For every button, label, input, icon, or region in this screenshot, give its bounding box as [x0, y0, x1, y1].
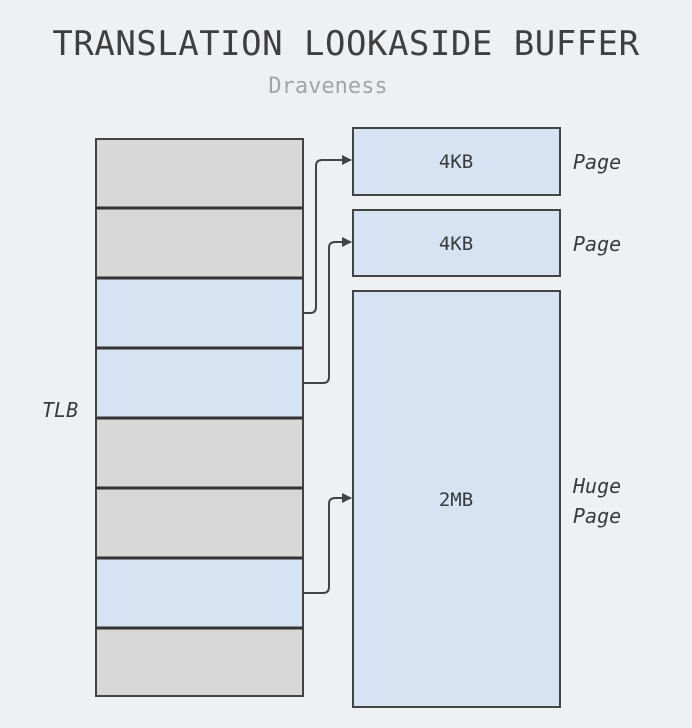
page-size-label: 4KB: [439, 151, 473, 173]
tlb-entry: [95, 627, 304, 697]
page-4kb-second: 4KB: [352, 209, 561, 277]
tlb-entry: [95, 347, 304, 419]
mapping-arrows: [303, 155, 352, 594]
page-size-label: 4KB: [439, 233, 473, 255]
page-size-label: 2MB: [439, 489, 473, 511]
arrow-entry3-to-page1: [303, 155, 352, 314]
arrow-entry4-to-page2: [303, 237, 352, 384]
tlb-entry: [95, 557, 304, 629]
huge-page-2mb: 2MB: [352, 290, 561, 708]
tlb-entry: [95, 487, 304, 559]
page-4kb-first: 4KB: [352, 127, 561, 196]
page-label-first: Page: [573, 150, 622, 174]
page-label-second: Page: [573, 232, 622, 256]
tlb-entry: [95, 207, 304, 279]
arrow-entry7-to-hugepage: [303, 493, 352, 594]
tlb-entry: [95, 417, 304, 489]
tlb-entry: [95, 138, 304, 209]
huge-page-label-line2: Page: [573, 504, 622, 528]
tlb-label: TLB: [42, 398, 79, 422]
tlb-entry: [95, 277, 304, 349]
diagram-title: TRANSLATION LOOKASIDE BUFFER: [52, 24, 640, 64]
huge-page-label-line1: Huge: [573, 474, 622, 498]
tlb-table: [95, 138, 304, 697]
diagram-subtitle: Draveness: [268, 74, 388, 99]
